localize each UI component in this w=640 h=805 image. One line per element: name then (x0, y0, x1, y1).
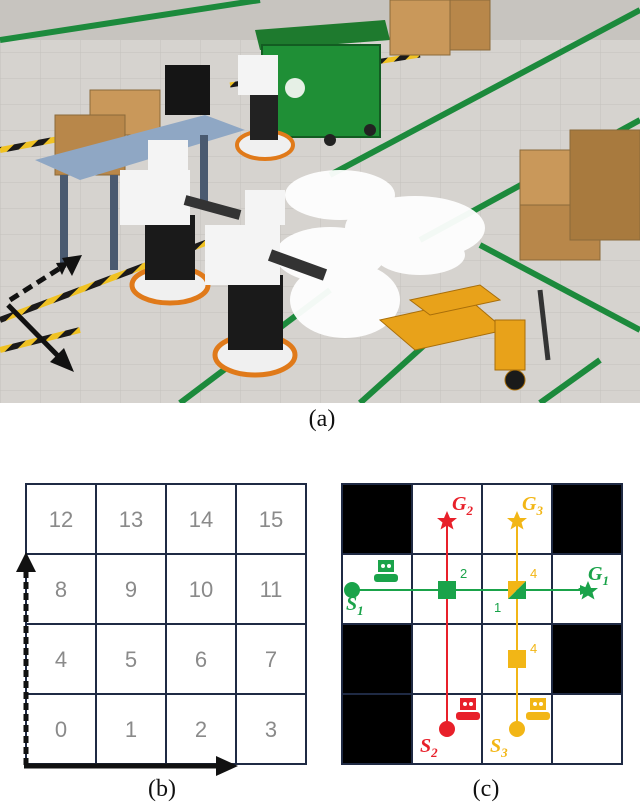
goal-g1-star (578, 581, 598, 600)
green-bin (255, 20, 390, 146)
start-s3-label: S3 (490, 735, 508, 760)
grid-b-axes (16, 552, 238, 776)
desk (35, 65, 245, 270)
cell-number-0: 0 (55, 717, 67, 742)
robot-back (235, 55, 295, 161)
goal-g2-star (437, 511, 457, 530)
goal-g3-label: G3 (522, 493, 543, 518)
cell-number-3: 3 (265, 717, 277, 742)
robot-icon-s3 (526, 698, 550, 720)
cell-number-13: 13 (119, 507, 143, 532)
robot-icon-s1 (374, 560, 398, 582)
warehouse-scene (0, 0, 640, 403)
y-axis-arrowhead (16, 552, 36, 572)
cell-number-14: 14 (189, 507, 213, 532)
caption-c: (c) (472, 776, 500, 802)
obstacle-cell (342, 694, 412, 764)
robot-left (120, 140, 242, 306)
caption-b: (b) (148, 776, 176, 802)
robot-icon-s2 (456, 698, 480, 720)
cell-number-15: 15 (259, 507, 283, 532)
start-s3-marker (509, 721, 525, 737)
cell-number-11: 11 (260, 577, 283, 602)
path-agent-1 (344, 581, 598, 600)
pallet-jack (378, 284, 551, 391)
cell-number-4: 4 (55, 647, 67, 672)
grid-c-lines (341, 483, 623, 765)
robot-right (205, 190, 328, 378)
start-s2-label: S2 (420, 735, 438, 760)
waypoint-label-4-top: 4 (530, 566, 537, 581)
cell-number-5: 5 (125, 647, 137, 672)
path-agent-2 (437, 511, 457, 737)
obstacle-cells (342, 484, 622, 764)
path-agent-3 (507, 511, 527, 737)
cell-number-12: 12 (49, 507, 73, 532)
obstacle-cell (342, 624, 412, 694)
waypoint-yellow-4 (508, 650, 526, 668)
obstacle-cell (552, 624, 622, 694)
cell-number-8: 8 (55, 577, 67, 602)
waypoint-green-2 (438, 581, 456, 599)
goal-g3-star (507, 511, 527, 530)
start-s1-label: S1 (346, 593, 364, 618)
obstacle-cell (552, 484, 622, 554)
cell-number-1: 1 (125, 717, 137, 742)
path-grid: G2 G3 G1 S1 S2 S3 2 4 1 4 (341, 483, 623, 765)
waypoint-label-1: 1 (494, 600, 501, 615)
cell-number-7: 7 (265, 647, 277, 672)
start-s1-marker (344, 582, 360, 598)
obstacle-cell (342, 484, 412, 554)
goal-g2-label: G2 (452, 493, 473, 518)
cell-number-9: 9 (125, 577, 137, 602)
x-axis-arrowhead (216, 756, 238, 776)
axis-arrows (6, 255, 82, 372)
caption-a: (a) (308, 406, 336, 432)
cell-number-10: 10 (189, 577, 213, 602)
waypoint-label-2: 2 (460, 566, 467, 581)
waypoint-conflict-green (508, 581, 526, 599)
cell-number-6: 6 (195, 647, 207, 672)
start-s2-marker (439, 721, 455, 737)
waypoint-label-4-bottom: 4 (530, 641, 537, 656)
goal-g1-label: G1 (588, 563, 609, 588)
cell-number-2: 2 (195, 717, 207, 742)
